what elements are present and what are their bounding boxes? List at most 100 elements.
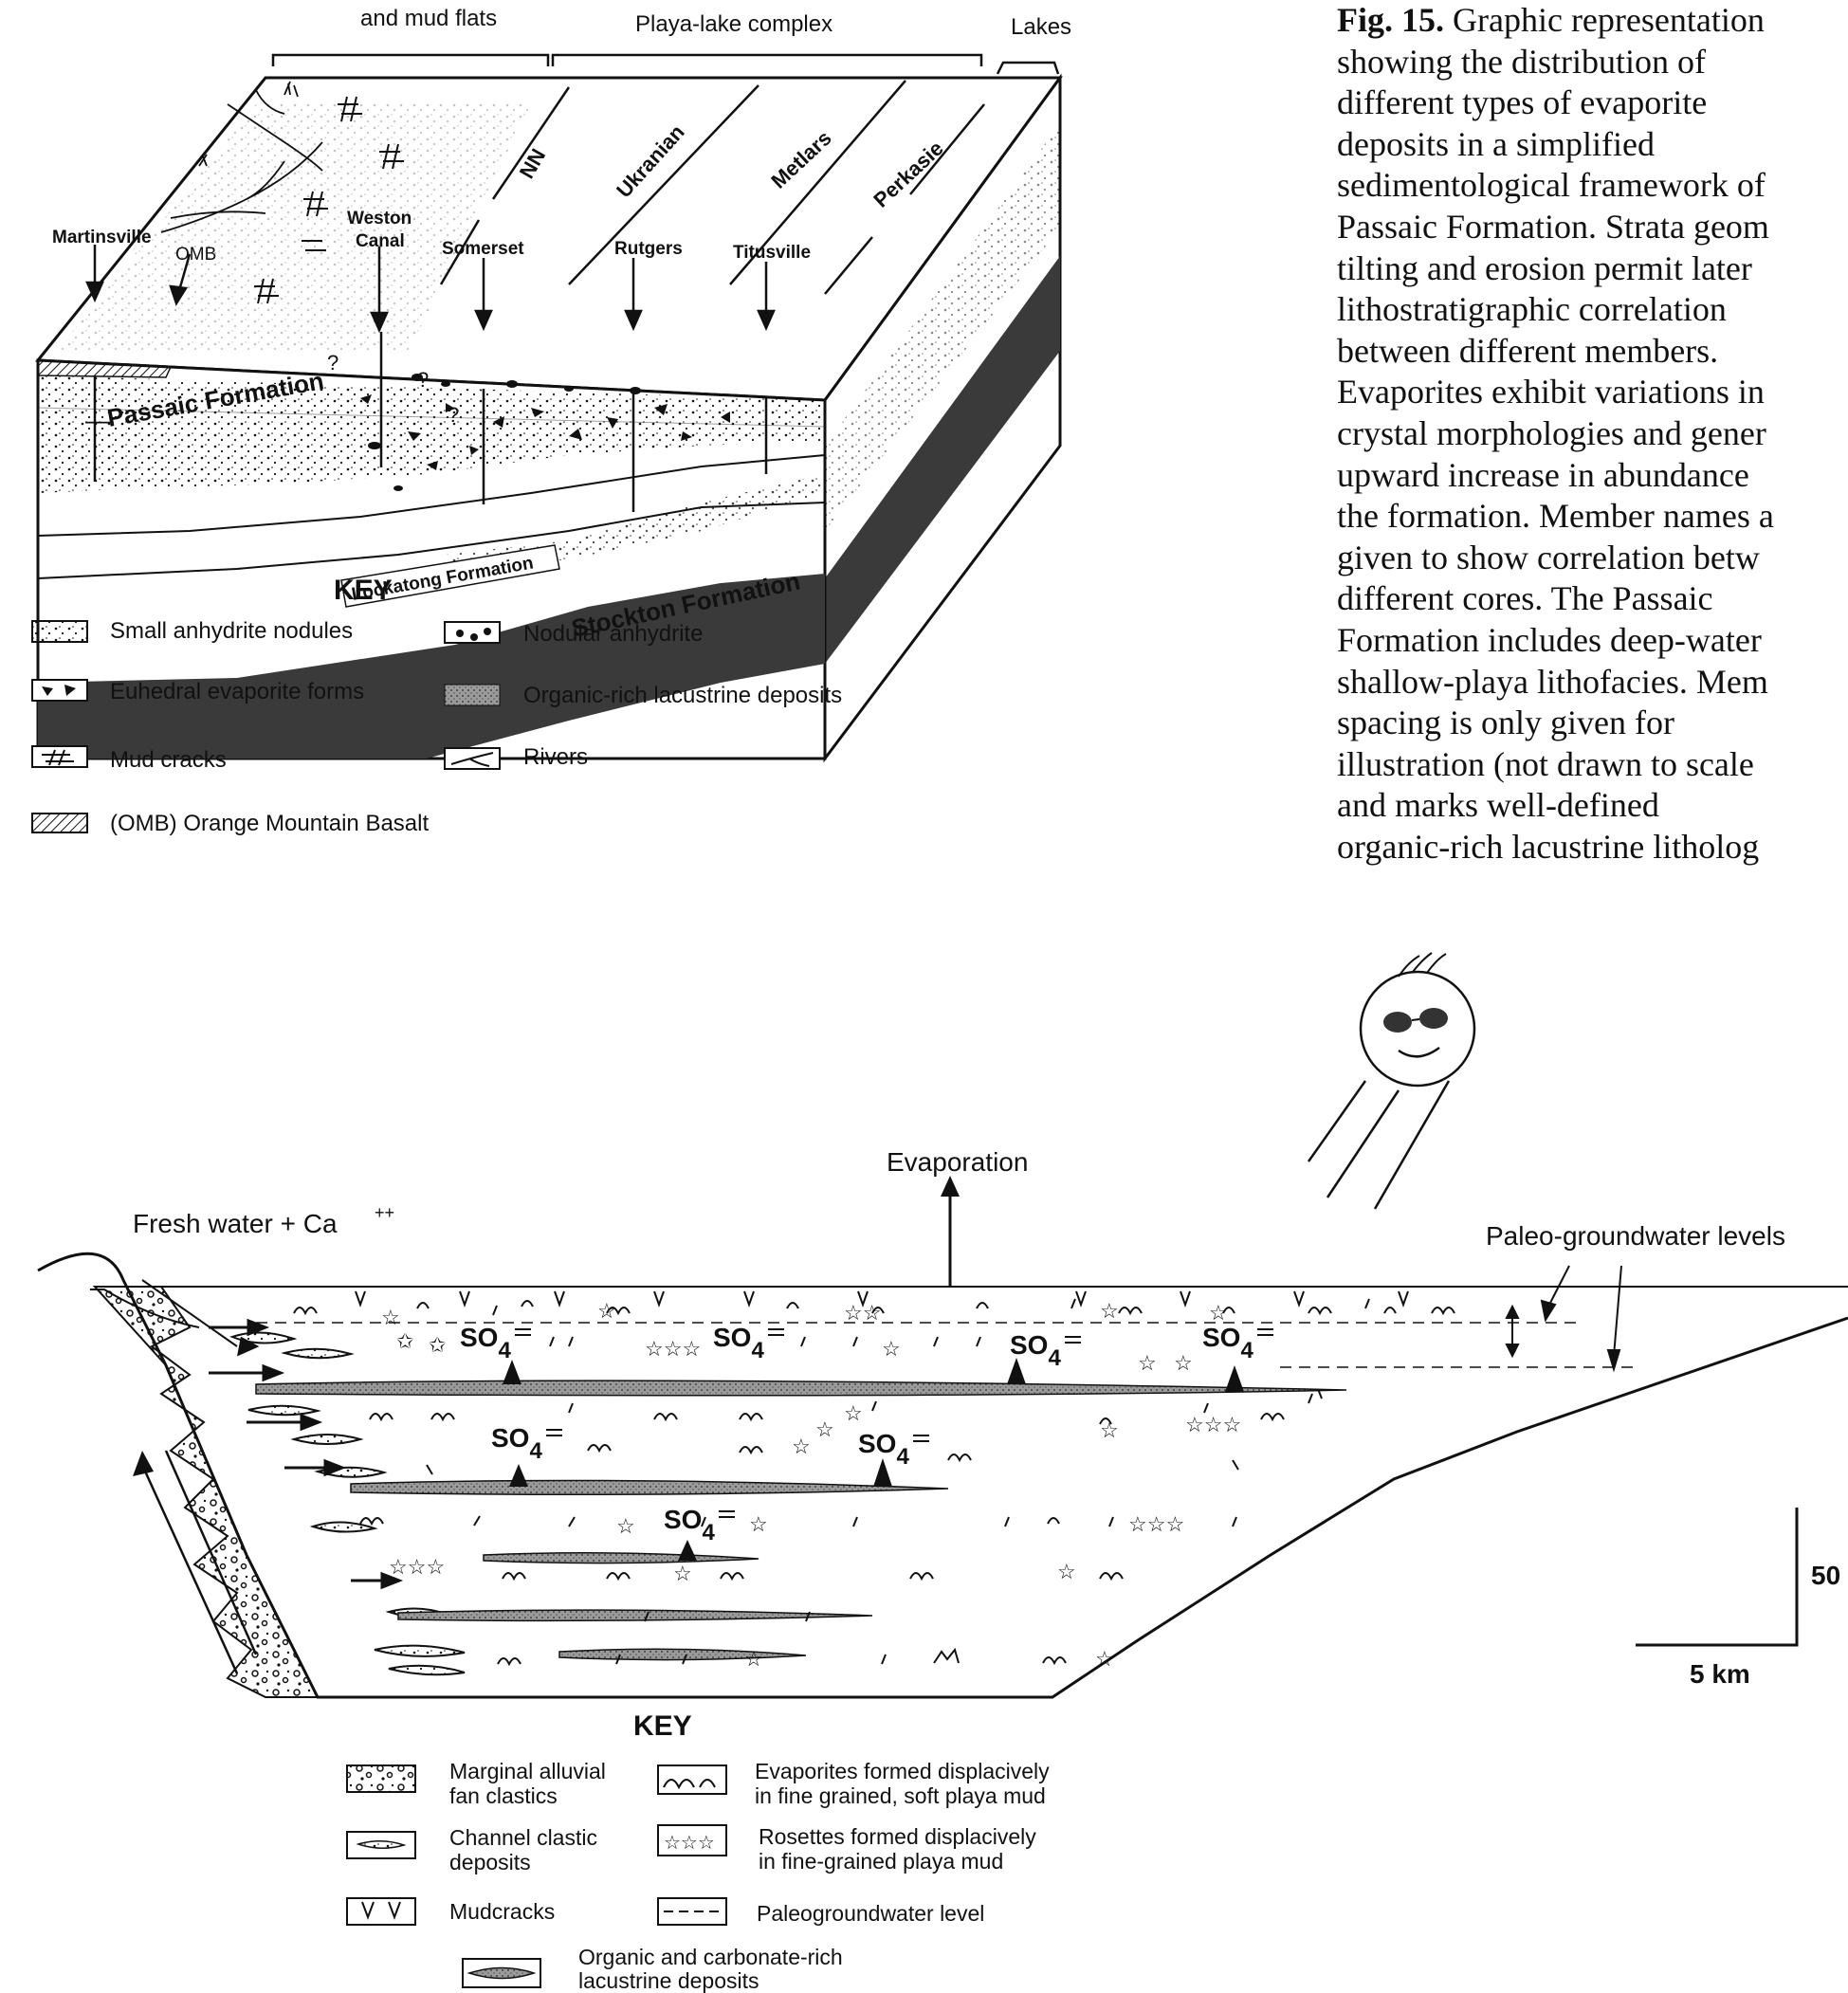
key-evap-displacive: Evaporites formed displacively in fine g… <box>755 1759 1050 1808</box>
core-weston-1: Weston <box>347 209 412 229</box>
caption-fig-label: Fig. 15. <box>1337 1 1444 39</box>
svg-text:☆☆: ☆☆ <box>844 1301 881 1325</box>
swatch-euhedral <box>31 679 88 702</box>
core-arrows <box>85 245 776 334</box>
caption-line: different types of evaporite <box>1337 83 1708 122</box>
paleo-groundwater-lines <box>256 1322 1640 1368</box>
svg-text:☆: ☆ <box>1100 1299 1119 1323</box>
zone-bracket-left <box>271 53 550 66</box>
caption-line: given to show correlation betw <box>1337 538 1760 576</box>
svg-text:☆: ☆ <box>597 1299 616 1323</box>
svg-text:☆: ☆ <box>844 1401 863 1425</box>
svg-text:☆: ☆ <box>1174 1351 1193 1375</box>
bottom-key-swatches: ☆☆☆ <box>346 1764 727 1988</box>
core-weston-2: Canal <box>356 231 405 251</box>
fresh-water-arrows <box>141 1279 404 1590</box>
key-mud-cracks: Mud cracks <box>110 747 227 773</box>
svg-text:☆: ☆ <box>381 1306 400 1329</box>
core-rutgers: Rutgers <box>614 239 683 259</box>
fresh-water-superscript: ++ <box>375 1203 394 1222</box>
caption-line: between different members. <box>1337 331 1719 370</box>
key-alluvial: Marginal alluvial fan clastics <box>449 1759 606 1808</box>
svg-text:☆☆☆: ☆☆☆ <box>645 1337 701 1361</box>
euhedral-marks <box>360 374 730 491</box>
key-mudcracks: Mudcracks <box>449 1899 556 1924</box>
caption-line: deposits in a simplified <box>1337 124 1655 163</box>
caption-line: and marks well-defined <box>1337 786 1659 825</box>
sulfate-label: SO4 <box>713 1323 764 1363</box>
block-diagram: ? ? ? <box>34 53 1063 763</box>
core-somerset: Somerset <box>442 239 524 259</box>
scale-horizontal-label: 5 km <box>1690 1659 1750 1689</box>
core-titusville: Titusville <box>733 243 811 263</box>
sun-icon <box>1307 952 1476 1210</box>
evaporation-arrow <box>941 1176 960 1197</box>
zone-label-mud-flats: and mud flats <box>360 6 497 31</box>
key-omb: (OMB) Orange Mountain Basalt <box>110 811 430 836</box>
qmark-3: ? <box>448 403 459 427</box>
mud-crack-symbols <box>254 96 404 304</box>
svg-text:☆☆☆: ☆☆☆ <box>389 1555 445 1579</box>
zone-label-lakes: Lakes <box>1011 14 1071 40</box>
front-organic-layer <box>38 574 825 759</box>
svg-text:☆: ☆ <box>744 1647 763 1671</box>
swatch-small-anhydrite <box>31 620 88 643</box>
key-small-anhydrite: Small anhydrite nodules <box>110 618 354 644</box>
sulfate-label: SO4 <box>858 1429 909 1470</box>
svg-text:☆: ☆ <box>882 1337 901 1361</box>
core-wells <box>93 332 768 512</box>
sulfate-label: SO4 <box>460 1323 511 1363</box>
caption-line: different cores. The Passaic <box>1337 579 1713 618</box>
omb-basalt <box>37 359 173 378</box>
fresh-water-label: Fresh water + Ca <box>133 1209 338 1238</box>
svg-text:☆☆☆: ☆☆☆ <box>664 1833 715 1854</box>
svg-text:☆: ☆ <box>673 1562 692 1585</box>
basin-outline <box>37 1252 1848 1699</box>
paleo-arrows <box>1505 1265 1622 1373</box>
channel-lenses <box>229 1331 466 1676</box>
sulfate-label: SO4 <box>491 1423 542 1464</box>
question-marks: ? ? ? <box>327 351 459 427</box>
qmark-2: ? <box>417 368 429 392</box>
caption-line: upward increase in abundance <box>1337 455 1749 494</box>
key-organic-rich: Organic-rich lacustrine deposits <box>523 683 843 708</box>
swatch-evap-displacive <box>657 1764 727 1795</box>
rosette-stars: ☆✩✩ ☆☆☆☆☆☆ ☆☆☆ ☆☆ ☆☆☆☆☆ ☆☆ ☆☆☆☆☆ ☆☆ ☆☆☆☆… <box>381 1299 1241 1671</box>
caption-line-1: Fig. 15. Graphic representation <box>1337 1 1765 39</box>
member-line-3 <box>729 80 906 285</box>
evaporation-label: Evaporation <box>887 1147 1028 1177</box>
sulfate-label: SO4 <box>1010 1330 1061 1371</box>
caption-line: the formation. Member names a <box>1337 497 1774 536</box>
caption-line: organic-rich lacustrine litholog <box>1337 827 1760 866</box>
sulfate-bars <box>515 1328 1273 1518</box>
core-martinsville: Martinsville <box>52 228 152 247</box>
paleo-levels-label: Paleo-groundwater levels <box>1486 1221 1785 1251</box>
sulfate-labels: SO4 SO4 SO4 SO4 SO4 SO4 SO4 <box>460 1323 1253 1545</box>
member-line-4 <box>909 103 985 195</box>
svg-text:☆: ☆ <box>792 1435 811 1458</box>
svg-text:☆: ☆ <box>815 1417 834 1441</box>
caption-line: Formation includes deep-water <box>1337 620 1762 659</box>
swatch-organic-rich <box>444 684 501 706</box>
rivers <box>160 81 323 233</box>
svg-text:—: — <box>85 406 110 434</box>
caption-line: Passaic Formation. Strata geom <box>1337 207 1769 246</box>
swatch-alluvial <box>346 1764 416 1793</box>
svg-text:✩: ✩ <box>396 1329 413 1353</box>
svg-text:☆: ☆ <box>1095 1647 1114 1671</box>
key-organic-carbonate: Organic and carbonate-rich lacustrine de… <box>578 1945 843 1993</box>
top-key-title: KEY <box>334 575 393 606</box>
svg-text:☆: ☆ <box>1057 1560 1076 1583</box>
svg-text:☆☆☆: ☆☆☆ <box>1185 1413 1241 1436</box>
caption-line: tilting and erosion permit later <box>1337 248 1752 287</box>
member-line-2 <box>568 84 759 285</box>
key-rivers: Rivers <box>523 744 589 770</box>
caption-line: Evaporites exhibit variations in <box>1337 373 1765 411</box>
svg-text:✩: ✩ <box>429 1333 446 1357</box>
core-omb: OMB <box>175 245 216 265</box>
caption-line: showing the distribution of <box>1337 42 1706 81</box>
svg-text:☆: ☆ <box>1138 1351 1157 1375</box>
zone-bracket-right <box>996 61 1060 75</box>
swatch-mudcracks <box>346 1897 416 1926</box>
figure-caption: Fig. 15. Graphic representation showing … <box>1337 0 1848 868</box>
